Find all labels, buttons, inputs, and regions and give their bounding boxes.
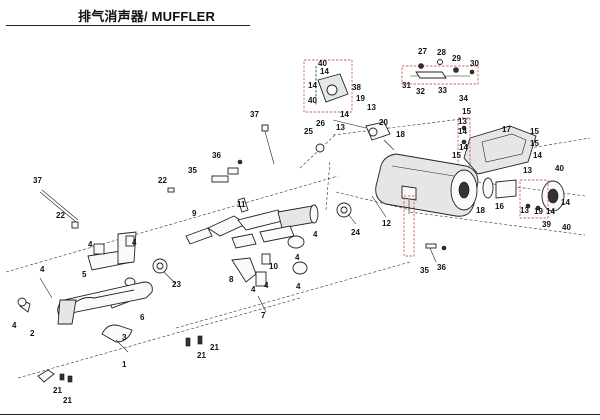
bolts-21 bbox=[59, 335, 203, 383]
callout-40: 40 bbox=[318, 59, 327, 68]
callout-4: 4 bbox=[12, 321, 17, 330]
callout-34: 34 bbox=[459, 94, 468, 103]
callout-4: 4 bbox=[264, 281, 269, 290]
callout-4: 4 bbox=[251, 285, 256, 294]
callout-22: 22 bbox=[56, 211, 65, 220]
callout-14: 14 bbox=[459, 143, 468, 152]
callout-35: 35 bbox=[188, 166, 197, 175]
callout-1: 1 bbox=[122, 360, 127, 369]
callout-38: 38 bbox=[352, 83, 361, 92]
callout-23: 23 bbox=[172, 280, 181, 289]
callout-12: 12 bbox=[382, 219, 391, 228]
callout-18: 18 bbox=[396, 130, 405, 139]
muffler-heat-shield bbox=[457, 117, 537, 175]
callout-4: 4 bbox=[295, 253, 300, 262]
callout-19: 19 bbox=[356, 94, 365, 103]
callout-4: 4 bbox=[313, 230, 318, 239]
bracket-bolts-center bbox=[211, 124, 275, 183]
callout-40: 40 bbox=[308, 96, 317, 105]
callout-14: 14 bbox=[561, 198, 570, 207]
callout-24: 24 bbox=[351, 228, 360, 237]
callout-14: 14 bbox=[533, 151, 542, 160]
callout-21: 21 bbox=[197, 351, 206, 360]
callout-labels: 40 14 14 40 38 19 13 14 13 25 26 20 18 2… bbox=[12, 47, 571, 405]
callout-13: 13 bbox=[520, 206, 529, 215]
callout-15: 15 bbox=[530, 139, 539, 148]
callout-14: 14 bbox=[308, 81, 317, 90]
callout-21: 21 bbox=[63, 396, 72, 405]
callout-4: 4 bbox=[132, 238, 137, 247]
flange-gaskets bbox=[332, 119, 395, 151]
callout-13: 13 bbox=[523, 166, 532, 175]
callout-36: 36 bbox=[437, 263, 446, 272]
callout-19: 19 bbox=[534, 207, 543, 216]
callout-27: 27 bbox=[418, 47, 427, 56]
callout-13: 13 bbox=[367, 103, 376, 112]
callout-32: 32 bbox=[416, 87, 425, 96]
lower-mount-bolts bbox=[425, 243, 447, 263]
rear-mount-plate bbox=[415, 71, 447, 79]
callout-15: 15 bbox=[530, 127, 539, 136]
callout-21: 21 bbox=[53, 386, 62, 395]
callout-25: 25 bbox=[304, 127, 313, 136]
callout-4: 4 bbox=[88, 240, 93, 249]
callout-40: 40 bbox=[562, 223, 571, 232]
callout-4: 4 bbox=[296, 282, 301, 291]
header-pipes bbox=[17, 277, 153, 383]
callout-14: 14 bbox=[546, 207, 555, 216]
callout-36: 36 bbox=[212, 151, 221, 160]
callout-22: 22 bbox=[158, 176, 167, 185]
callout-11: 11 bbox=[237, 200, 246, 209]
callout-30: 30 bbox=[470, 59, 479, 68]
oxygen-sensor-wires bbox=[39, 187, 175, 229]
callout-40: 40 bbox=[555, 164, 564, 173]
muffler-body bbox=[375, 153, 479, 257]
gaskets bbox=[152, 143, 352, 274]
callout-28: 28 bbox=[437, 48, 446, 57]
callout-18: 18 bbox=[476, 206, 485, 215]
callout-33: 33 bbox=[438, 86, 447, 95]
title-underline bbox=[6, 25, 250, 26]
callout-35: 35 bbox=[420, 266, 429, 275]
leader-lines bbox=[115, 195, 387, 353]
callout-37: 37 bbox=[250, 110, 259, 119]
callout-17: 17 bbox=[502, 125, 511, 134]
callout-13: 13 bbox=[336, 123, 345, 132]
callout-10: 10 bbox=[269, 262, 278, 271]
callout-4: 4 bbox=[40, 265, 45, 274]
callout-7: 7 bbox=[261, 311, 266, 320]
mid-pipe-assembly bbox=[185, 197, 319, 287]
heat-shield-bracket-group bbox=[303, 59, 353, 113]
callout-39: 39 bbox=[542, 220, 551, 229]
callout-26: 26 bbox=[316, 119, 325, 128]
callout-13: 13 bbox=[458, 117, 467, 126]
callout-5: 5 bbox=[82, 270, 87, 279]
callout-31: 31 bbox=[402, 81, 411, 90]
bottom-border bbox=[0, 414, 600, 415]
callout-37: 37 bbox=[33, 176, 42, 185]
callout-3: 3 bbox=[122, 333, 127, 342]
callout-14: 14 bbox=[340, 110, 349, 119]
callout-14: 14 bbox=[458, 127, 467, 136]
callout-15: 15 bbox=[462, 107, 471, 116]
callout-14: 14 bbox=[320, 67, 329, 76]
callout-21: 21 bbox=[210, 343, 219, 352]
callout-15: 15 bbox=[452, 151, 461, 160]
callout-6: 6 bbox=[140, 313, 145, 322]
callout-16: 16 bbox=[495, 202, 504, 211]
callout-20: 20 bbox=[379, 118, 388, 127]
callout-8: 8 bbox=[229, 275, 234, 284]
page-title: 排气消声器/ MUFFLER bbox=[78, 9, 216, 24]
callout-29: 29 bbox=[452, 54, 461, 63]
callout-2: 2 bbox=[30, 329, 35, 338]
callout-9: 9 bbox=[192, 209, 197, 218]
rear-mount-hardware bbox=[401, 59, 479, 85]
tail-pipe-end-cap bbox=[482, 177, 565, 219]
